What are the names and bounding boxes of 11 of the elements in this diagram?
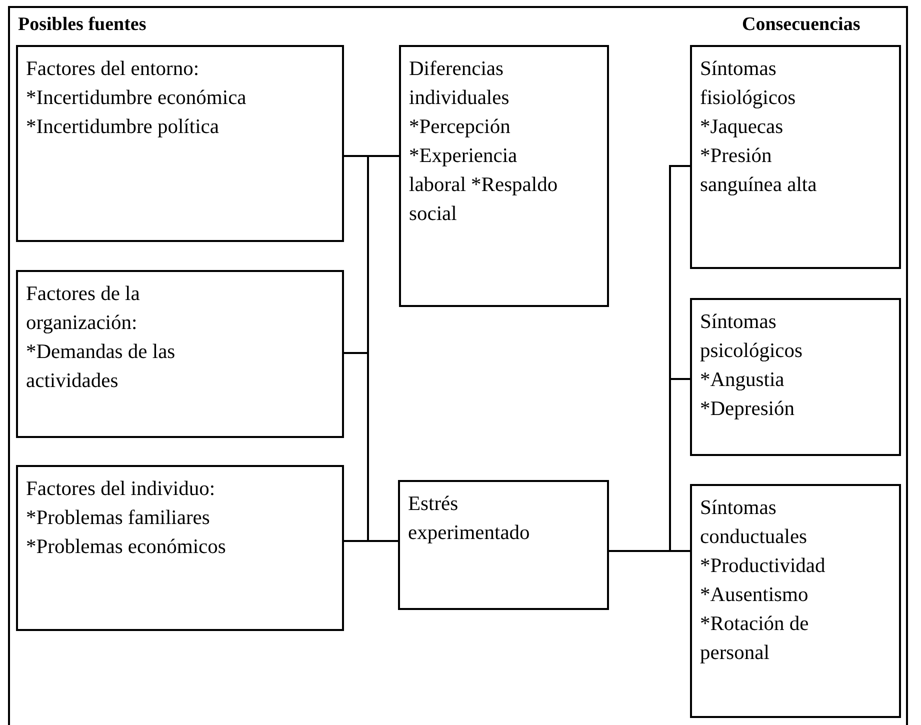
text-box: Factores de la organización: *Demandas de las actividades [16, 270, 344, 438]
text-box: Síntomas fisiológicos *Jaquecas *Presión sanguínea alta [690, 45, 901, 269]
text-box: Factores del entorno: *Incertidumbre económica *Incertidumbre política [16, 45, 344, 242]
connector-line [367, 155, 399, 542]
column-heading: Consecuencias [742, 14, 860, 36]
text-box: Diferencias individuales *Percepción *Experiencia laboral *Respaldo social [399, 45, 609, 307]
text-box: Síntomas conductuales *Productividad *Ausentismo *Rotación de personal [690, 484, 901, 718]
text-box: Estrés experimentado [398, 480, 609, 610]
column-heading: Posibles fuentes [18, 14, 146, 36]
text-box: Factores del individuo: *Problemas familiares *Problemas económicos [16, 465, 344, 631]
text-box: Síntomas psicológicos *Angustia *Depresión [690, 298, 901, 456]
